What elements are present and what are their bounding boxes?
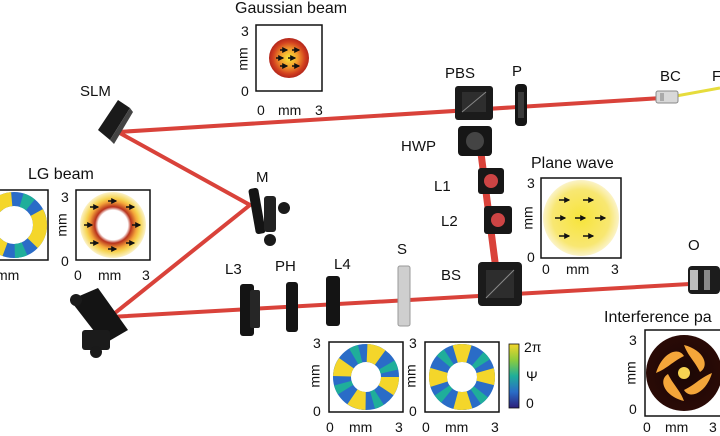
label-bc-next: F xyxy=(712,68,720,85)
label-l2: L2 xyxy=(441,213,458,230)
label-pbs: PBS xyxy=(445,65,476,82)
inset-lg-intensity xyxy=(75,189,151,261)
gaussian-ytick-0: 0 xyxy=(241,83,249,99)
title-gaussian-beam: Gaussian beam xyxy=(235,0,348,17)
gaussian-ytick-3: 3 xyxy=(241,23,249,39)
lg-xlabel: mm xyxy=(98,267,122,283)
inset-lg-phase xyxy=(0,189,49,261)
lens-l4 xyxy=(326,276,340,326)
label-l1: L1 xyxy=(434,178,451,195)
slm-device xyxy=(98,100,133,144)
pm2-xtick-0: 0 xyxy=(422,419,430,435)
colorbar-bottom-label: 0 xyxy=(526,395,534,411)
colorbar-top-label: 2π xyxy=(524,339,542,355)
label-p: P xyxy=(512,63,523,80)
label-ph: PH xyxy=(275,258,296,275)
plane-ytick-0: 0 xyxy=(527,249,535,265)
phase-colorbar xyxy=(508,343,520,409)
label-m: M xyxy=(256,169,269,186)
gaussian-xtick-3: 3 xyxy=(315,102,323,118)
pm2-ytick-0: 0 xyxy=(409,403,417,419)
inset-plane-wave xyxy=(540,177,622,259)
label-l4: L4 xyxy=(334,256,351,273)
inset-phase-map-2 xyxy=(424,341,500,413)
pm1-ytick-3: 3 xyxy=(313,335,321,351)
fiber-cable xyxy=(675,86,720,98)
inset-phase-map-1 xyxy=(328,341,404,413)
pm1-xlabel: mm xyxy=(349,419,373,435)
lg-left-xlabel: mm xyxy=(0,267,20,283)
title-lg-beam: LG beam xyxy=(28,166,94,183)
pm2-ytick-3: 3 xyxy=(409,335,417,351)
gaussian-xlabel: mm xyxy=(278,102,302,118)
label-o: O xyxy=(688,237,700,254)
gaussian-ylabel: mm xyxy=(234,47,251,71)
interf-ylabel: mm xyxy=(622,361,639,385)
pm1-ytick-0: 0 xyxy=(313,403,321,419)
pbs-cube xyxy=(455,86,493,120)
title-interference-pattern: Interference pa xyxy=(604,309,712,326)
title-plane-wave: Plane wave xyxy=(531,155,614,172)
lg-ytick-3: 3 xyxy=(61,189,69,205)
objective-o xyxy=(688,266,720,294)
plane-xtick-0: 0 xyxy=(542,261,550,277)
plane-xlabel: mm xyxy=(566,261,590,277)
plane-ylabel: mm xyxy=(519,206,536,230)
inset-interference xyxy=(644,329,720,417)
pm2-xlabel: mm xyxy=(445,419,469,435)
lg-xtick-3: 3 xyxy=(142,267,150,283)
gaussian-xtick-0: 0 xyxy=(257,102,265,118)
label-bs: BS xyxy=(441,267,462,284)
beam-coupler-bc xyxy=(655,90,679,104)
beam-mirror-to-lower xyxy=(108,203,252,319)
label-s: S xyxy=(397,241,408,258)
pm1-xtick-0: 0 xyxy=(326,419,334,435)
lg-xtick-0: 0 xyxy=(74,267,82,283)
plane-ytick-3: 3 xyxy=(527,175,535,191)
lg-ylabel: mm xyxy=(53,213,70,237)
plane-xtick-3: 3 xyxy=(611,261,619,277)
lens-l3 xyxy=(240,284,260,336)
beam-slm-to-mirror xyxy=(116,130,252,207)
label-hwp: HWP xyxy=(401,138,436,155)
pm1-ylabel: mm xyxy=(306,364,323,388)
sample-s xyxy=(397,265,411,327)
pm2-xtick-3: 3 xyxy=(491,419,499,435)
interf-xtick-3: 3 xyxy=(709,419,717,435)
lens-l1 xyxy=(478,168,504,194)
colorbar-mid-label: Ψ xyxy=(526,368,538,384)
half-wave-plate xyxy=(458,126,492,156)
label-l3: L3 xyxy=(225,261,242,278)
pm2-ylabel: mm xyxy=(402,364,419,388)
label-bc: BC xyxy=(660,68,681,85)
interf-ytick-3: 3 xyxy=(629,332,637,348)
lens-l2 xyxy=(484,206,512,234)
interf-ytick-0: 0 xyxy=(629,401,637,417)
label-slm: SLM xyxy=(80,83,111,100)
interf-xlabel: mm xyxy=(665,419,689,435)
lower-mirror xyxy=(70,288,128,358)
interf-xtick-0: 0 xyxy=(643,419,651,435)
pm1-xtick-3: 3 xyxy=(395,419,403,435)
lg-ytick-0: 0 xyxy=(61,253,69,269)
beam-slm-to-bc xyxy=(116,96,664,134)
pinhole-ph xyxy=(286,282,298,332)
polarizer-p xyxy=(515,84,527,126)
beam-splitter-cube xyxy=(478,262,522,306)
mirror-m xyxy=(248,187,290,246)
inset-gaussian-beam xyxy=(255,24,323,92)
